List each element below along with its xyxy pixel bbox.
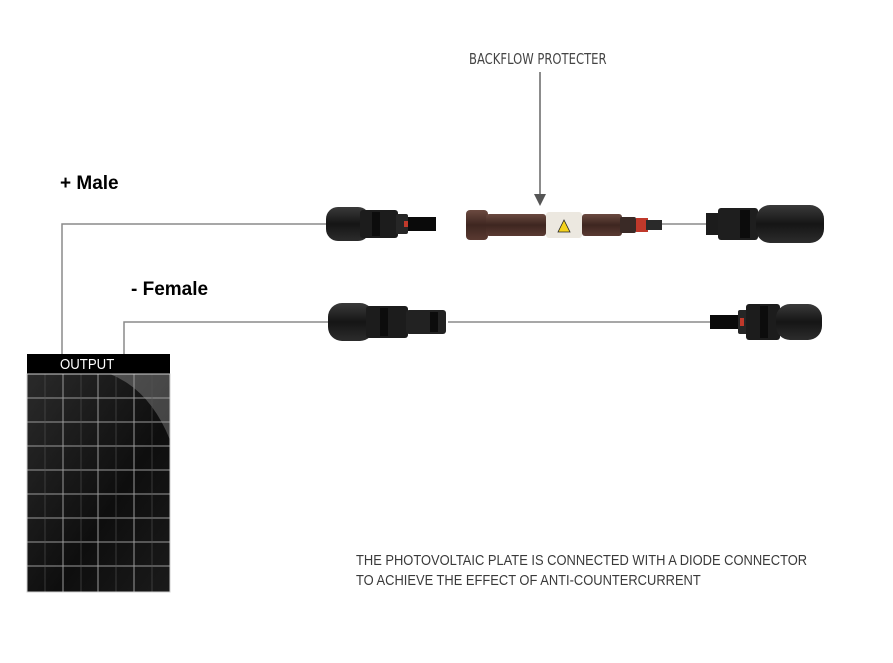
backflow-protector xyxy=(466,210,662,240)
male-connector xyxy=(326,207,436,241)
caption-line-2: TO ACHIEVE THE EFFECT OF ANTI-COUNTERCUR… xyxy=(356,572,701,589)
arrow-down-icon xyxy=(534,72,546,206)
positive-wire xyxy=(61,223,326,356)
solar-panel xyxy=(26,354,171,593)
backflow-protector-label: BACKFLOW PROTECTER xyxy=(469,50,607,68)
top-right-connector xyxy=(706,205,824,243)
female-connector xyxy=(328,303,446,341)
female-label: - Female xyxy=(131,279,209,300)
output-label: OUTPUT xyxy=(60,356,115,373)
warning-triangle-icon xyxy=(557,219,571,233)
negative-wire xyxy=(123,321,328,356)
caption: THE PHOTOVOLTAIC PLATE IS CONNECTED WITH… xyxy=(356,551,807,591)
caption-line-1: THE PHOTOVOLTAIC PLATE IS CONNECTED WITH… xyxy=(356,552,808,569)
wires xyxy=(61,223,710,356)
male-label: + Male xyxy=(60,173,119,194)
bottom-right-connector xyxy=(710,304,822,340)
